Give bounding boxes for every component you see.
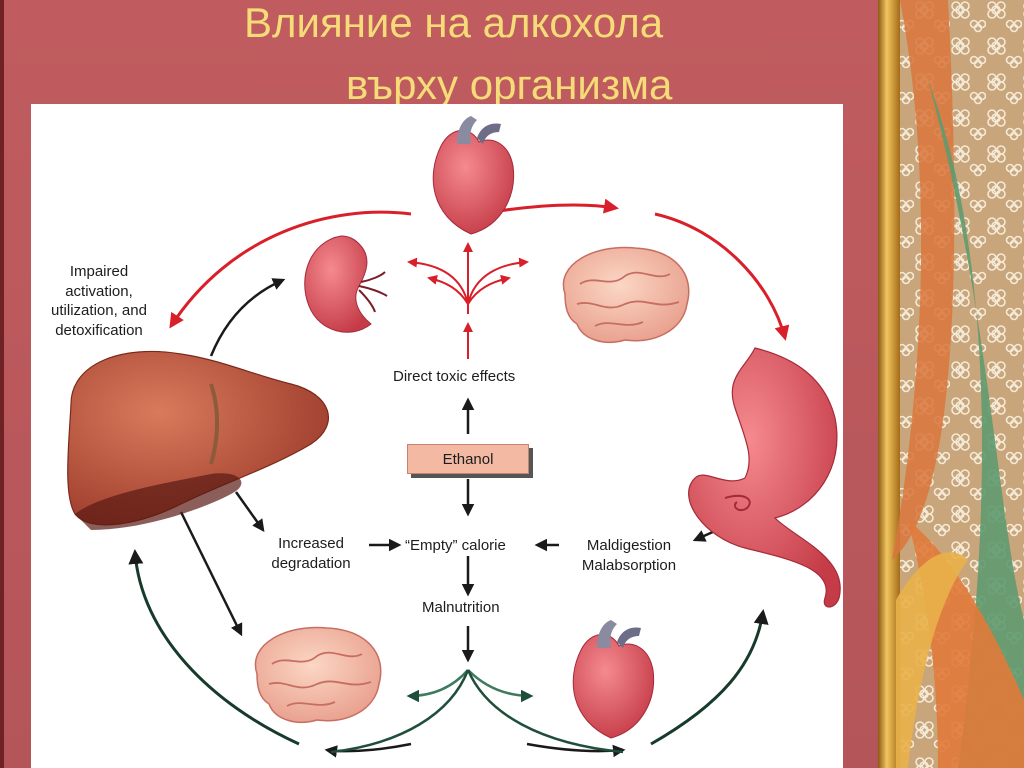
label-increased-degradation: Increased degradation xyxy=(271,535,351,572)
slide-title: Влияние на алкохола върху организма xyxy=(0,0,878,108)
red-arrows xyxy=(169,198,790,359)
ethanol-box: Ethanol xyxy=(407,444,529,474)
heart-icon xyxy=(432,116,515,235)
stomach-icon xyxy=(688,347,841,608)
diagram-panel: Impaired activation, utilization, and de… xyxy=(31,104,843,768)
title-line-2: върху организма xyxy=(346,61,673,108)
label-direct-toxic-effects: Direct toxic effects xyxy=(393,368,516,385)
kidney-icon xyxy=(304,235,388,333)
label-ethanol: Ethanol xyxy=(442,450,494,468)
label-malnutrition: Malnutrition xyxy=(422,599,500,616)
brain-icon xyxy=(562,246,690,344)
brain-icon-bottom xyxy=(254,626,382,724)
green-arrows xyxy=(330,669,624,754)
diagram-drawing xyxy=(67,116,841,758)
dark-arrows xyxy=(128,278,769,758)
title-line-1: Влияние на алкохола xyxy=(244,0,664,46)
label-impaired: Impaired activation, utilization, and de… xyxy=(51,263,147,339)
heart-icon-bottom xyxy=(572,620,655,739)
liver-icon xyxy=(67,350,329,530)
label-empty-calorie: “Empty” calorie xyxy=(405,537,506,554)
label-maldigestion-malabsorption: Maldigestion Malabsorption xyxy=(581,537,677,574)
decorative-ribbon-strip xyxy=(878,0,1024,768)
